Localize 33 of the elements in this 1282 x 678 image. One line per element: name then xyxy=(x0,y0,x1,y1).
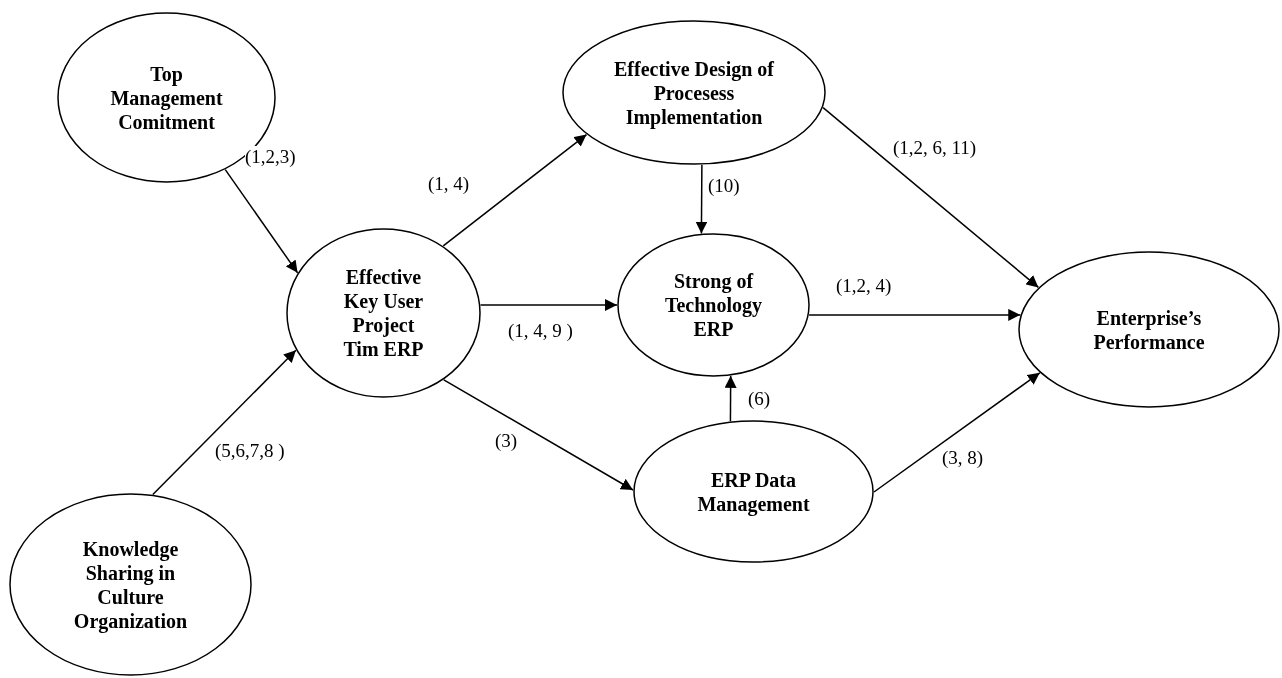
arrow xyxy=(808,308,1022,321)
arrow xyxy=(822,106,1040,289)
node-label: ERP Data Management xyxy=(696,467,811,516)
arrow xyxy=(724,375,737,423)
arrow xyxy=(152,349,297,496)
node-label: Top Management Comitment xyxy=(109,61,224,134)
edge-label: (5,6,7,8 ) xyxy=(215,440,285,462)
arrow xyxy=(224,168,299,274)
node-label: Knowledge Sharing in Culture Organization xyxy=(72,536,189,633)
edge-label: (1, 4) xyxy=(428,173,470,195)
ellipse-node xyxy=(562,20,826,165)
arrow xyxy=(479,299,618,311)
edge-label: (1,2, 4) xyxy=(836,275,892,297)
ellipse-node xyxy=(633,420,874,563)
edge-label: (3) xyxy=(495,430,518,452)
edge-label: (1, 4, 9 ) xyxy=(508,320,573,342)
ellipse-node xyxy=(9,493,252,676)
arrow xyxy=(443,379,634,491)
node-label: Effective Design of Procesess Implementation xyxy=(613,56,775,129)
node-label: Effective Key User Project Tim ERP xyxy=(342,265,425,361)
edge-label: (10) xyxy=(708,175,740,197)
arrow xyxy=(873,372,1041,493)
edge-label: (3, 8) xyxy=(942,447,984,469)
edge-label: (1,2, 6, 11) xyxy=(893,137,977,159)
edge-label: (6) xyxy=(748,388,771,410)
ellipse-node xyxy=(1018,251,1280,408)
arrow xyxy=(695,164,708,235)
node-label: Strong of Technology ERP xyxy=(663,269,764,341)
edge-label: (1,2,3) xyxy=(245,146,296,168)
ellipse-node xyxy=(617,233,810,377)
ellipse-node xyxy=(286,228,481,398)
arrow xyxy=(442,133,588,247)
node-label: Enterprise’s Performance xyxy=(1092,305,1206,354)
